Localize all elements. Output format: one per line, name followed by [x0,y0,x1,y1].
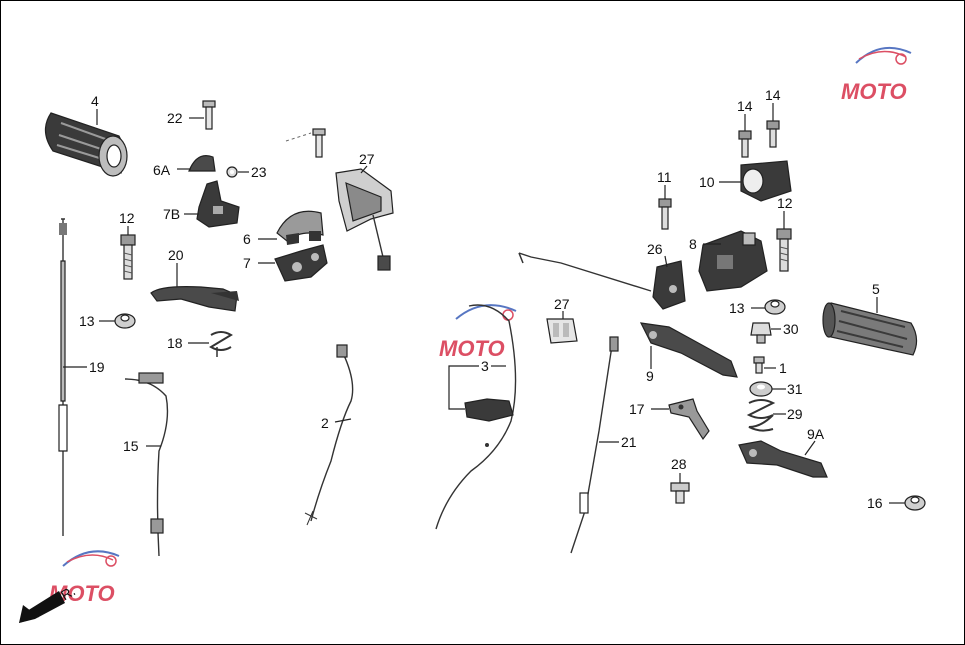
part-16-nut [904,495,926,511]
part-3-harness [435,304,517,530]
label-30: 30 [783,321,799,337]
label-19: 19 [89,359,105,375]
watermark-brand-text: MOTO [841,79,907,104]
part-12-bolt-left [120,234,136,280]
screw-27-top [312,128,326,158]
label-13-left: 13 [79,313,95,329]
label-29: 29 [787,406,803,422]
leader-27-left [360,165,368,174]
label-15: 15 [123,438,139,454]
label-2: 2 [321,415,329,431]
part-2-cable [304,344,354,526]
part-30-cap [750,322,772,344]
part-7-switch-housing [274,244,328,282]
part-29-spring [746,399,776,432]
label-8: 8 [689,236,697,252]
label-23: 23 [251,164,267,180]
label-13-right: 13 [729,300,745,316]
label-9a: 9A [807,426,825,442]
part-22-bolt [202,100,216,130]
part-4-left-grip [44,112,128,177]
part-6a-cover [188,155,216,172]
part-8-master-cylinder [698,230,768,292]
leader-2 [334,418,352,423]
part-7b-perch [196,180,240,228]
label-16: 16 [867,495,883,511]
label-12-right: 12 [777,195,793,211]
label-18: 18 [167,335,183,351]
label-21: 21 [621,434,637,450]
direction-arrow [19,591,65,623]
label-5: 5 [872,281,880,297]
label-6a: 6A [153,162,171,178]
label-1: 1 [779,360,787,376]
part-27-connector-right [546,318,578,344]
part-9-lever [639,322,738,378]
part-1-screw [753,356,765,374]
part-6-switch-cover [276,210,324,245]
label-31: 31 [787,381,803,397]
label-28: 28 [671,456,687,472]
label-22: 22 [167,110,183,126]
watermark-brand-text-3: MOTO [439,336,505,361]
part-9a-lever [738,440,828,478]
part-14-bolt-b [766,120,780,148]
label-12-left: 12 [119,210,135,226]
leader-9a [804,440,816,456]
part-14-bolt-a [738,130,752,158]
part-18-spring [209,331,233,357]
label-9: 9 [646,368,654,384]
part-27-bracket-left [335,168,394,271]
label-3: 3 [481,358,489,374]
label-14-a: 14 [737,98,753,114]
label-7: 7 [243,255,251,271]
part-17-arm [668,398,710,441]
part-19-cable [58,218,68,536]
label-20: 20 [168,247,184,263]
label-11: 11 [657,169,672,185]
label-27-right: 27 [554,296,570,312]
watermark-middle: MOTO [439,304,517,361]
part-12-bolt-right [776,228,792,272]
watermark-top-right: MOTO [841,46,912,104]
part-15-cable [124,372,169,557]
leader-26 [664,255,668,268]
label-4: 4 [91,93,99,109]
part-20-lever-left [150,286,239,312]
part-5-right-grip [822,302,918,356]
part-21-cable [570,336,619,554]
label-10: 10 [699,174,715,190]
part-10-clamp [740,160,792,202]
part-13-nut-right [764,299,786,315]
label-27-left: 27 [359,151,375,167]
label-6: 6 [243,231,251,247]
part-28-bolt [670,482,690,504]
part-13-nut-left [114,313,136,329]
label-17: 17 [629,401,645,417]
leader-3 [448,365,479,410]
label-26: 26 [647,241,663,257]
label-7b: 7B [163,206,180,222]
part-23-washer [226,166,238,178]
part-26-switch [518,252,686,310]
part-11-bolt [658,198,672,230]
label-14-b: 14 [765,87,781,103]
part-31-washer [749,381,773,397]
